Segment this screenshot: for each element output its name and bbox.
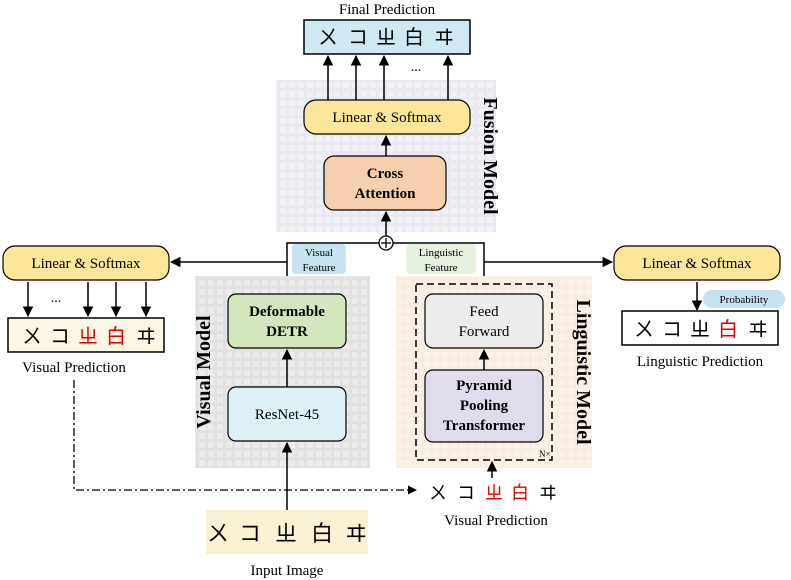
pyramid-label-3: Transformer xyxy=(443,418,526,434)
cross-attention-label-2: Attention xyxy=(355,186,416,202)
pyramid-label-1: Pyramid xyxy=(456,378,512,394)
glyph-char: ㄨ xyxy=(22,324,42,348)
nx-label: N× xyxy=(539,449,551,459)
deformable-detr-label-2: DETR xyxy=(266,324,308,340)
glyph-char: ㄨ xyxy=(634,317,654,341)
glyph-char: ヰ xyxy=(136,324,156,348)
right-linear-softmax-label: Linear & Softmax xyxy=(642,256,752,272)
glyph-char: コ xyxy=(50,324,70,348)
final-ellipsis: ... xyxy=(411,60,422,75)
visual-prediction-glyphs: ㄨコㄓ白ヰ xyxy=(22,324,156,348)
input-image-box xyxy=(206,510,368,554)
glyph-char: コ xyxy=(662,317,682,341)
feed-forward-label-1: Feed xyxy=(469,304,499,320)
final-prediction-glyphs: ㄨコㄓ白ヰ xyxy=(318,25,454,49)
transformer-stack-dashed xyxy=(415,283,553,461)
glyph-char: ヰ xyxy=(345,522,367,547)
right-linear-softmax-block xyxy=(613,245,781,281)
feed-forward-block xyxy=(424,293,544,349)
visual-model-label: Visual Model xyxy=(193,315,215,429)
glyph-char: コ xyxy=(348,25,368,49)
visual-feature-tag xyxy=(292,244,346,274)
fusion-output-arrows xyxy=(322,54,454,100)
left-ellipsis: ... xyxy=(51,291,62,306)
input-image-title: Input Image xyxy=(251,563,324,579)
glyph-char: ㄓ xyxy=(78,324,98,348)
glyph-char: ㄓ xyxy=(376,25,396,49)
final-prediction-title: Final Prediction xyxy=(339,2,436,18)
pyramid-label-2: Pooling xyxy=(460,398,509,414)
glyph-char: ㄓ xyxy=(690,317,710,341)
probability-label: Probability xyxy=(720,294,769,306)
resnet-block xyxy=(227,386,347,442)
final-prediction-box xyxy=(303,19,471,55)
glyph-char: 白 xyxy=(106,324,126,348)
glyph-char: ㄨ xyxy=(429,483,447,504)
glyph-char: ㄨ xyxy=(207,522,229,547)
visual-feature-label-1: Visual xyxy=(305,247,333,259)
left-linear-softmax-block xyxy=(2,245,170,281)
cross-attention-label-1: Cross xyxy=(367,166,404,182)
visual-feature-label-2: Feature xyxy=(303,262,336,274)
glyph-char: 白 xyxy=(718,317,738,341)
linguistic-prediction-box xyxy=(621,310,779,346)
deformable-detr-block xyxy=(227,293,347,349)
pyramid-pooling-transformer-block xyxy=(424,369,544,443)
visual-prediction-box xyxy=(7,317,165,353)
deformable-detr-label-1: Deformable xyxy=(249,304,325,320)
glyph-char: 白 xyxy=(511,483,529,504)
linguistic-feature-tag xyxy=(406,244,476,274)
glyph-char: ヰ xyxy=(539,483,557,504)
linguistic-model-label: Linguistic Model xyxy=(572,299,594,444)
glyph-char: ㄓ xyxy=(485,483,503,504)
linguistic-feature-label-2: Feature xyxy=(425,262,458,274)
left-linear-softmax-label: Linear & Softmax xyxy=(31,256,141,272)
glyph-char: ヰ xyxy=(434,25,454,49)
glyph-char: ヰ xyxy=(748,317,768,341)
feature-connections xyxy=(169,242,614,276)
fusion-linear-softmax-block xyxy=(303,99,471,135)
glyph-char: 白 xyxy=(311,522,333,547)
resnet-label: ResNet-45 xyxy=(255,407,319,423)
linguistic-prediction-glyphs: ㄨコㄓ白ヰ xyxy=(634,317,768,341)
glyph-char: ㄓ xyxy=(275,522,297,547)
input-image-glyphs: ㄨコㄓ白ヰ xyxy=(207,522,367,547)
visual-prediction-title: Visual Prediction xyxy=(22,360,126,376)
linguistic-feature-label-1: Linguistic xyxy=(419,247,464,259)
left-output-arrows xyxy=(22,282,152,318)
glyph-char: コ xyxy=(457,483,475,504)
glyph-char: 白 xyxy=(404,25,424,49)
dashdot-path xyxy=(73,380,417,495)
glyph-char: コ xyxy=(239,522,261,547)
probability-tag xyxy=(703,290,785,308)
linguistic-prediction-title: Linguistic Prediction xyxy=(637,354,764,370)
fusion-model-label: Fusion Model xyxy=(479,97,501,215)
cross-attention-block xyxy=(323,155,447,211)
bottom-visual-prediction-title: Visual Prediction xyxy=(444,513,548,529)
glyph-char: ㄨ xyxy=(318,25,338,49)
bottom-visual-prediction-glyphs: ㄨコㄓ白ヰ xyxy=(429,483,557,504)
fusion-linear-softmax-label: Linear & Softmax xyxy=(332,110,442,126)
feed-forward-label-2: Forward xyxy=(459,324,510,340)
